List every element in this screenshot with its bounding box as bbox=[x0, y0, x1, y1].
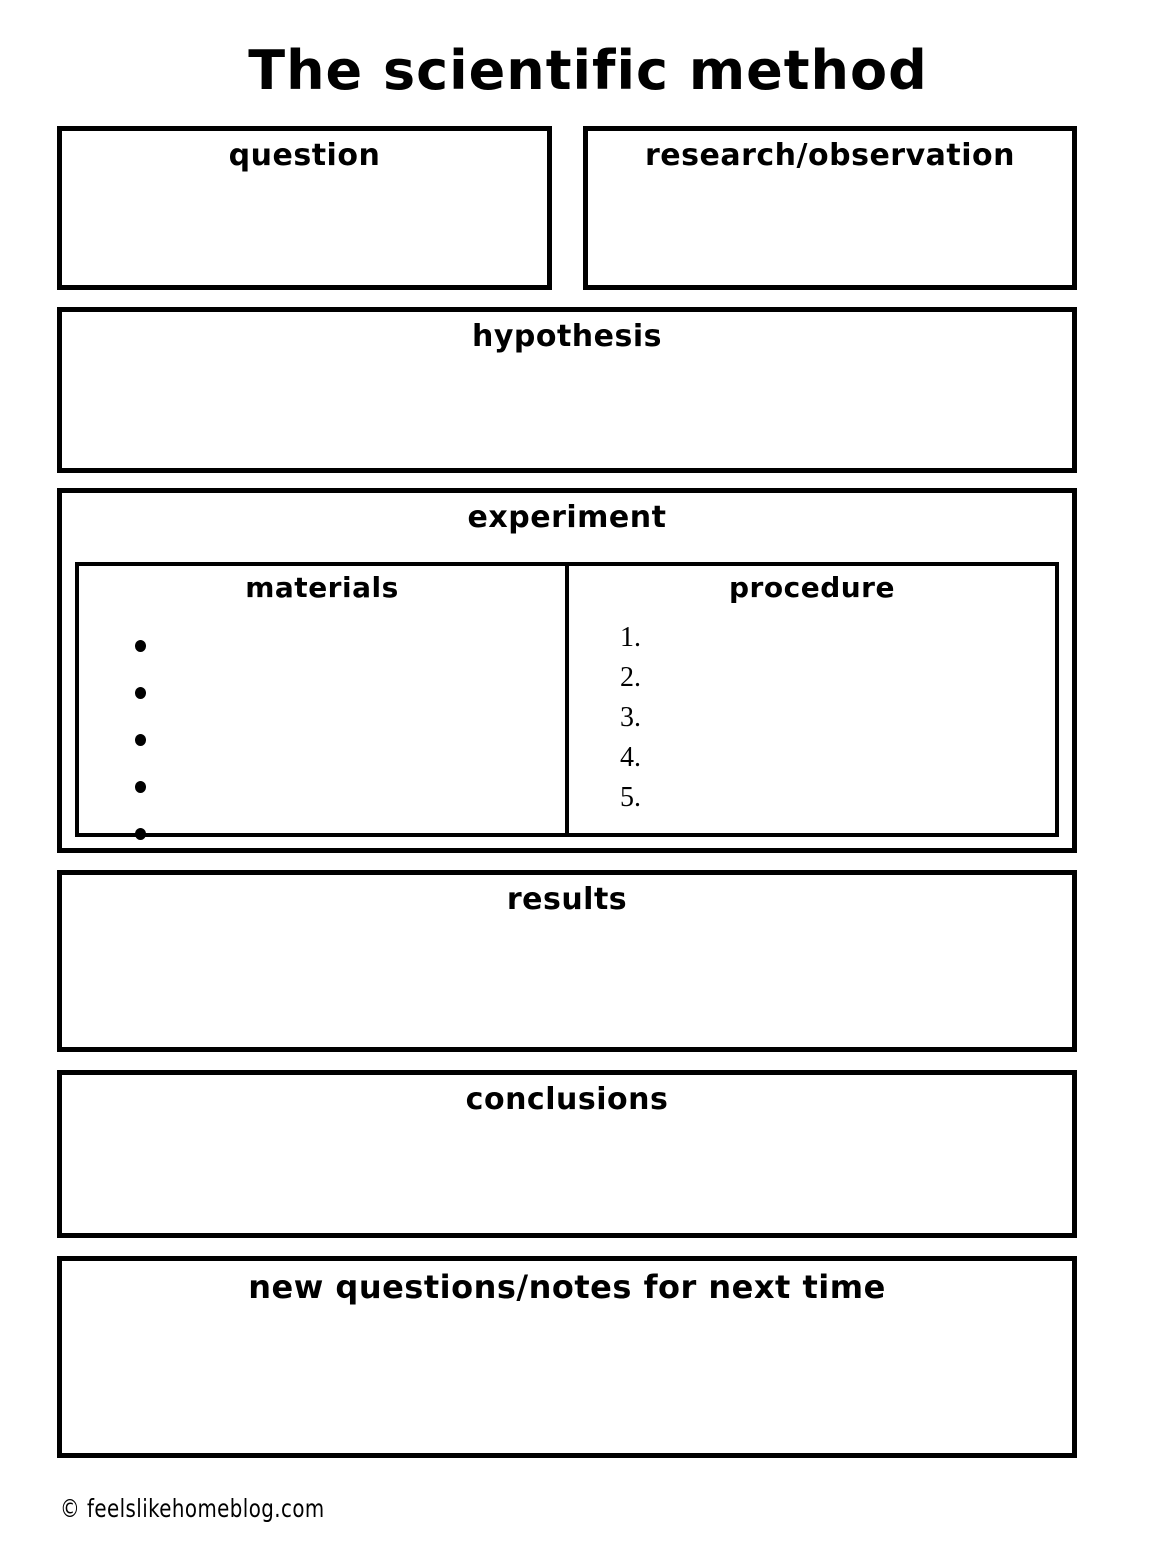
procedure-column[interactable]: procedure 1. 2. 3. 4. 5. bbox=[569, 566, 1055, 833]
question-heading: question bbox=[228, 138, 381, 173]
bullet-icon bbox=[135, 781, 146, 793]
list-item[interactable]: 5. bbox=[620, 782, 641, 813]
question-box[interactable]: question bbox=[57, 126, 552, 290]
bullet-icon bbox=[135, 828, 146, 840]
conclusions-heading: conclusions bbox=[465, 1082, 669, 1117]
materials-bullet-list[interactable] bbox=[79, 604, 565, 857]
list-item[interactable] bbox=[135, 763, 565, 810]
new-questions-box[interactable]: new questions/notes for next time bbox=[57, 1256, 1077, 1458]
hypothesis-write-area[interactable] bbox=[62, 358, 1072, 468]
results-heading: results bbox=[506, 882, 628, 917]
footer-credit: © feelslikehomeblog.com bbox=[60, 1494, 325, 1523]
page-title: The scientific method bbox=[248, 39, 928, 102]
conclusions-write-area[interactable] bbox=[62, 1121, 1072, 1233]
materials-column[interactable]: materials bbox=[79, 566, 569, 840]
list-item[interactable] bbox=[135, 810, 565, 857]
list-item[interactable]: 3. bbox=[620, 702, 641, 733]
bullet-icon bbox=[135, 687, 146, 699]
research-observation-box[interactable]: research/observation bbox=[583, 126, 1077, 290]
materials-heading: materials bbox=[245, 571, 399, 604]
bullet-icon bbox=[135, 640, 146, 652]
hypothesis-box[interactable]: hypothesis bbox=[57, 307, 1077, 473]
list-item[interactable]: 4. bbox=[620, 742, 641, 773]
list-item[interactable]: 2. bbox=[620, 662, 641, 693]
procedure-heading: procedure bbox=[729, 571, 895, 604]
conclusions-box[interactable]: conclusions bbox=[57, 1070, 1077, 1238]
bullet-icon bbox=[135, 734, 146, 746]
new-questions-write-area[interactable] bbox=[62, 1311, 1072, 1453]
hypothesis-heading: hypothesis bbox=[471, 319, 663, 354]
list-item[interactable] bbox=[135, 669, 565, 716]
research-observation-write-area[interactable] bbox=[588, 177, 1072, 285]
experiment-heading: experiment bbox=[467, 500, 667, 535]
new-questions-heading: new questions/notes for next time bbox=[248, 1268, 886, 1306]
question-write-area[interactable] bbox=[62, 177, 547, 285]
list-item[interactable]: 1. bbox=[620, 622, 641, 653]
experiment-inner-grid: materials bbox=[75, 562, 1059, 840]
procedure-numbered-list[interactable]: 1. 2. 3. 4. 5. bbox=[569, 604, 1055, 818]
list-item[interactable] bbox=[135, 622, 565, 669]
list-item[interactable] bbox=[135, 716, 565, 763]
results-write-area[interactable] bbox=[62, 921, 1072, 1047]
results-box[interactable]: results bbox=[57, 870, 1077, 1052]
research-observation-heading: research/observation bbox=[645, 138, 1015, 173]
experiment-box: experiment materials bbox=[57, 488, 1077, 853]
